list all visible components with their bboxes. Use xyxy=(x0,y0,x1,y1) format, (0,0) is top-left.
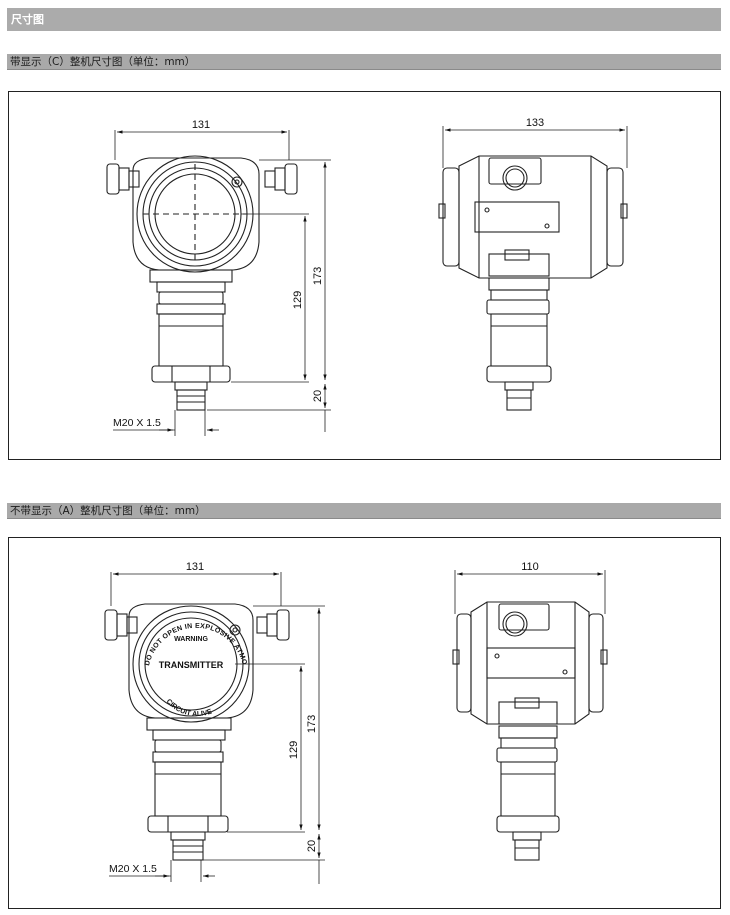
with-display-title: 带显示（C）整机尺寸图（单位：mm） xyxy=(10,56,196,68)
cover-center-text: TRANSMITTER xyxy=(159,660,224,670)
section-title: 尺寸图 xyxy=(11,13,44,26)
fitting-height-label: 20 xyxy=(312,390,324,402)
cover-arc-bottom-text: CIRCUIT ALIVE xyxy=(165,698,214,718)
total-height-label-a: 173 xyxy=(306,715,318,733)
side-width-label-a: 110 xyxy=(521,561,539,573)
thread-label: M20 X 1.5 xyxy=(113,417,161,429)
without-display-drawing: DO NOT OPEN IN EXPLOSIVE ATMOSPHERE WHEN… xyxy=(6,533,608,884)
with-display-title-bar: 带显示（C）整机尺寸图（单位：mm） xyxy=(7,54,721,70)
fitting-height-label-a: 20 xyxy=(306,840,318,852)
total-height-label: 173 xyxy=(312,267,324,285)
cover-label-text: DO NOT OPEN IN EXPLOSIVE ATMOSPHERE WHEN… xyxy=(6,533,248,718)
side-dimensions-with-display xyxy=(442,126,628,168)
front-view-without-display xyxy=(104,603,290,861)
side-view-without-display xyxy=(452,601,608,861)
side-dimensions-without-display xyxy=(454,570,606,614)
with-display-drawing-panel: 131 129 173 20 M20 X 1.5 133 xyxy=(8,91,721,460)
body-height-label: 129 xyxy=(292,291,304,309)
without-display-title-bar: 不带显示（A）整机尺寸图（单位：mm） xyxy=(7,503,721,519)
body-height-label-a: 129 xyxy=(288,741,300,759)
front-width-label-a: 131 xyxy=(186,561,204,573)
without-display-title: 不带显示（A）整机尺寸图（单位：mm） xyxy=(10,505,206,517)
with-display-drawing: 131 129 173 20 M20 X 1.5 133 xyxy=(106,117,628,436)
front-dimensions-with-display xyxy=(113,130,331,436)
thread-label-a: M20 X 1.5 xyxy=(109,863,157,875)
front-view-with-display xyxy=(106,155,298,411)
side-width-label: 133 xyxy=(526,117,544,129)
section-title-bar: 尺寸图 xyxy=(7,8,721,31)
side-view-with-display xyxy=(438,155,628,411)
cover-warning-text: WARNING xyxy=(174,636,208,643)
front-dimensions-without-display xyxy=(109,572,325,884)
cover-arc-top-text: DO NOT OPEN IN EXPLOSIVE ATMOSPHERE WHEN xyxy=(9,538,248,667)
without-display-drawing-panel: DO NOT OPEN IN EXPLOSIVE ATMOSPHERE WHEN… xyxy=(6,533,721,909)
front-width-label: 131 xyxy=(192,119,210,131)
